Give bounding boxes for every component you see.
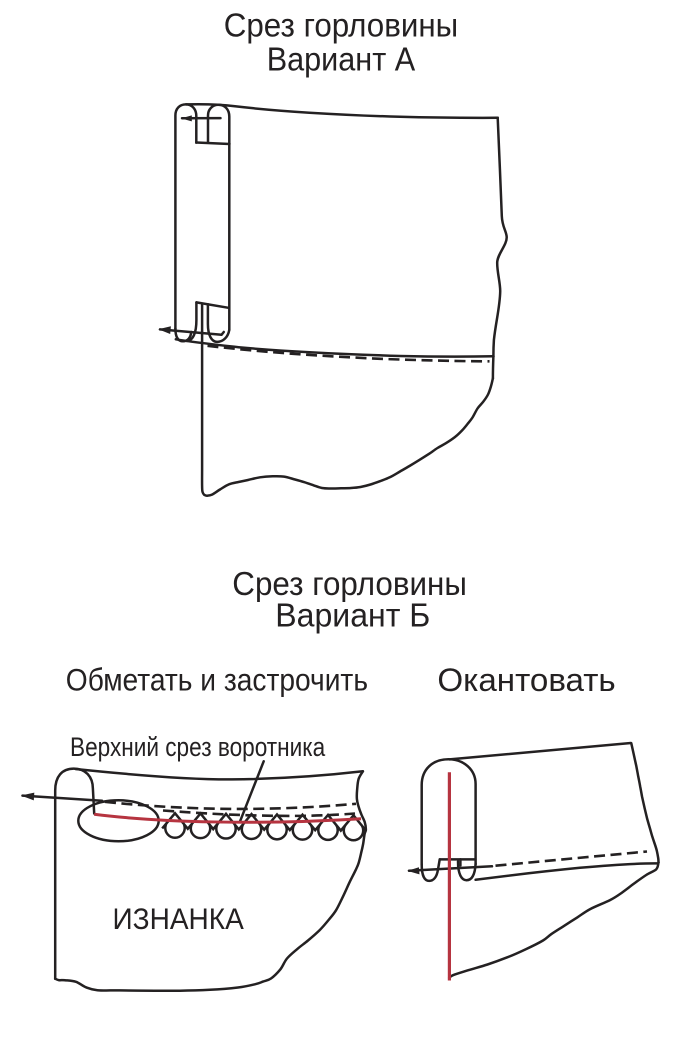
- svg-text:Обметать и застрочить: Обметать и застрочить: [66, 662, 368, 697]
- svg-text:Вариант Б: Вариант Б: [275, 598, 430, 635]
- svg-text:Вариант А: Вариант А: [267, 41, 416, 78]
- svg-text:Срез горловины: Срез горловины: [224, 8, 459, 45]
- svg-text:Верхний срез воротника: Верхний срез воротника: [70, 732, 326, 762]
- svg-text:ИЗНАНКА: ИЗНАНКА: [113, 903, 244, 936]
- svg-text:Срез горловины: Срез горловины: [232, 566, 467, 603]
- svg-text:Окантовать: Окантовать: [437, 662, 615, 698]
